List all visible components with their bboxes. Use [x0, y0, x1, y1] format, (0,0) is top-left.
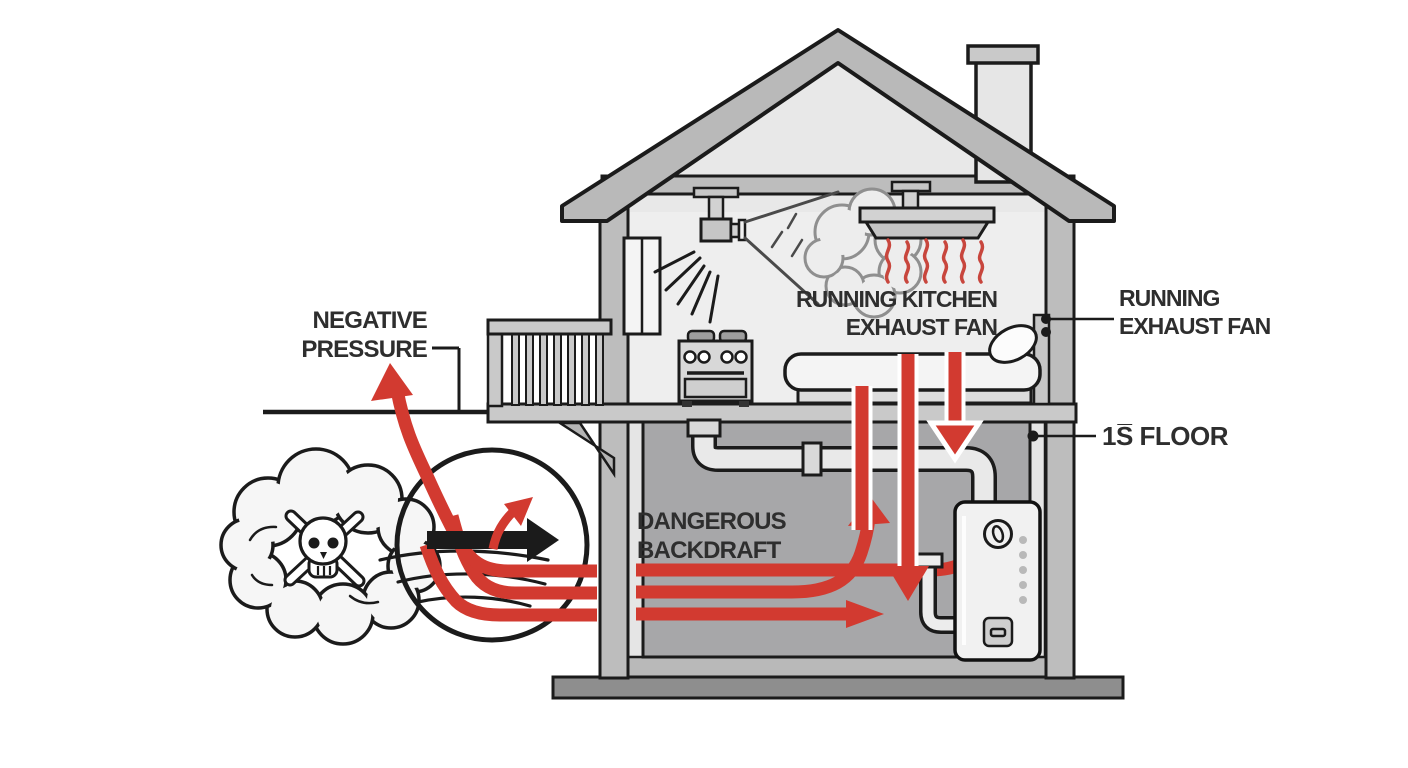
roof — [560, 28, 1116, 223]
red-backdraft-arrows — [636, 352, 984, 628]
svg-text:PRESSURE: PRESSURE — [301, 336, 427, 363]
deck-brace — [555, 421, 616, 479]
heater-gauge — [983, 519, 1013, 549]
drain-pipe — [913, 552, 958, 634]
floor-band — [486, 402, 1078, 424]
exhaust-fan-leader — [1041, 314, 1114, 337]
skull-crossbones-icon — [283, 509, 366, 588]
black-flow-arrow-icon — [427, 518, 559, 562]
svg-text:RUNNING: RUNNING — [1119, 285, 1219, 311]
label-running-exhaust-fan: RUNNING EXHAUST FAN — [1119, 285, 1272, 339]
stove-icon — [677, 329, 754, 407]
negative-pressure-arrow — [371, 363, 597, 622]
label-dangerous-backdraft: DANGEROUS BACKDRAFT — [637, 508, 787, 564]
svg-text:RUNNING KITCHEN: RUNNING KITCHEN — [796, 286, 997, 312]
poison-cloud-icon — [219, 447, 442, 646]
label-first-floor: 1S̅ FLOOR — [1102, 421, 1229, 451]
negative-pressure-leader — [432, 346, 461, 411]
svg-text:BACKDRAFT: BACKDRAFT — [637, 537, 782, 564]
kitchen-hood-icon — [858, 180, 996, 240]
shower-head-icon — [692, 186, 747, 243]
pipe-coupler — [801, 441, 823, 477]
heat-waves-icon — [884, 238, 985, 284]
svg-text:EXHAUST FAN: EXHAUST FAN — [846, 314, 998, 340]
first-floor-leader — [1027, 430, 1096, 442]
airflow-detail-circle — [394, 447, 590, 643]
vent-pipe — [686, 418, 997, 506]
deck-railing — [486, 318, 613, 408]
svg-text:DANGEROUS: DANGEROUS — [637, 508, 787, 535]
svg-text:NEGATIVE: NEGATIVE — [312, 307, 427, 334]
svg-text:EXHAUST FAN: EXHAUST FAN — [1119, 313, 1271, 339]
pipe-floor-stub — [686, 418, 722, 438]
small-red-arrow — [488, 497, 533, 550]
deck-door-window — [622, 236, 662, 336]
shower-spray-lines — [653, 250, 720, 324]
heater-control — [982, 616, 1014, 648]
attic-space — [610, 58, 1064, 212]
water-heater-icon — [953, 500, 1042, 662]
pillow — [988, 324, 1038, 364]
label-running-kitchen-exhaust-fan: RUNNING KITCHEN EXHAUST FAN — [796, 286, 998, 340]
label-negative-pressure: NEGATIVE PRESSURE — [301, 307, 428, 363]
